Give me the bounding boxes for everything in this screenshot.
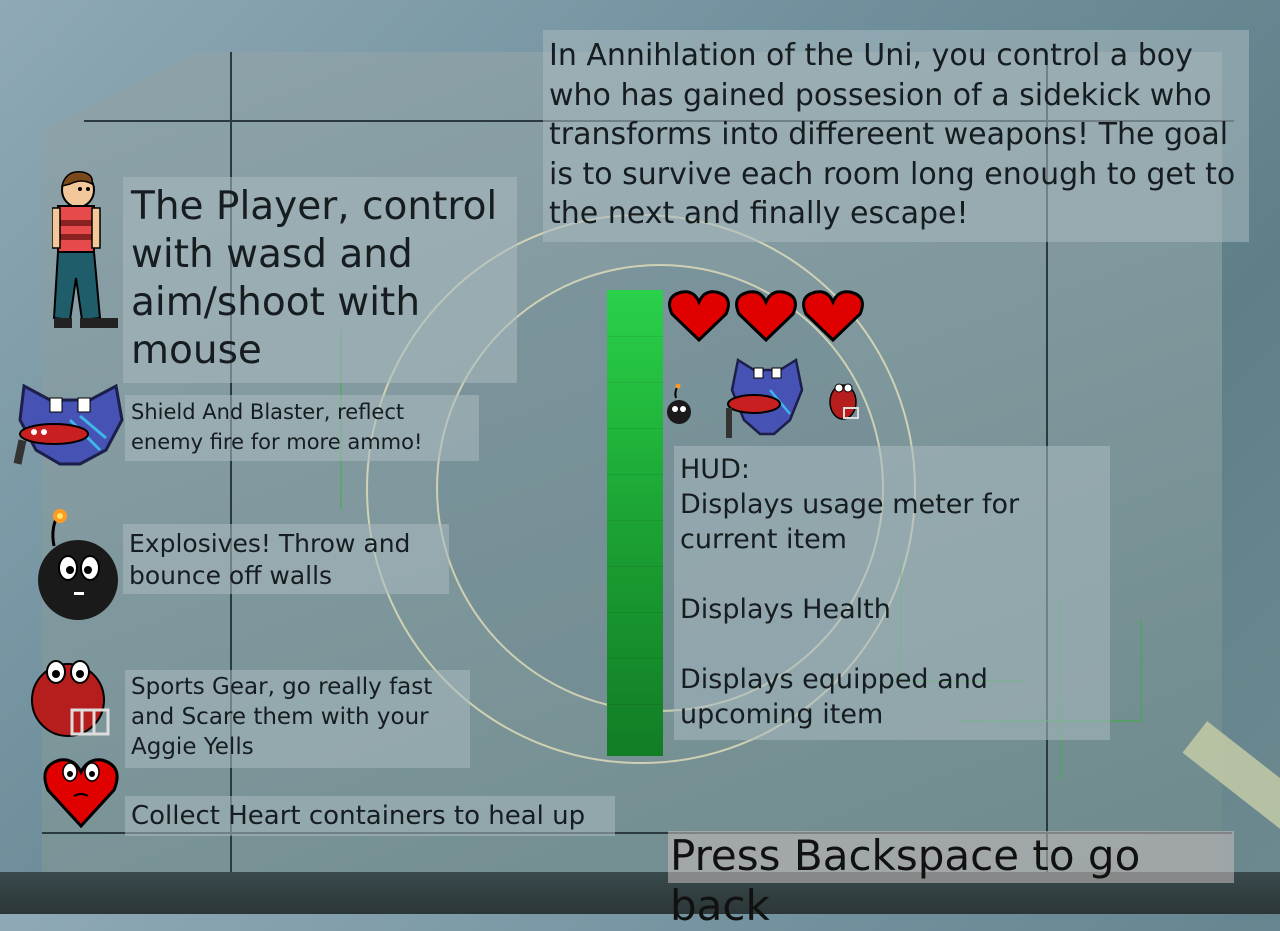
hud-line-items: Displays equipped and upcoming item xyxy=(680,664,988,730)
sports-gear-icon xyxy=(28,656,112,740)
hud-title: HUD: xyxy=(680,454,750,485)
item-description: Collect Heart containers to heal up xyxy=(125,796,615,836)
bomb-icon xyxy=(36,506,122,626)
upcoming-bomb-icon xyxy=(666,383,692,426)
grid-line xyxy=(42,832,1232,834)
grid-line xyxy=(230,52,232,914)
player-sprite xyxy=(51,168,122,338)
health-heart-icon xyxy=(735,290,797,343)
item-description: Shield And Blaster, reflect enemy fire f… xyxy=(125,395,479,461)
hud-description: HUD: Displays usage meter for current it… xyxy=(674,446,1110,740)
intro-text: In Annihlation of the Uni, you control a… xyxy=(543,30,1249,242)
back-prompt[interactable]: Press Backspace to go back xyxy=(668,831,1234,930)
hud-line-health: Displays Health xyxy=(680,594,891,625)
shield-blaster-icon xyxy=(10,380,128,470)
player-description: The Player, control with wasd and aim/sh… xyxy=(123,177,517,383)
equipped-shield-blaster-icon xyxy=(724,356,808,442)
item-description: Sports Gear, go really fast and Scare th… xyxy=(125,670,470,768)
health-bar xyxy=(668,290,868,346)
usage-meter xyxy=(607,290,663,756)
health-heart-icon xyxy=(802,290,864,343)
upcoming-sports-gear-icon xyxy=(828,378,860,422)
hud-line-meter: Displays usage meter for current item xyxy=(680,489,1020,555)
heart-container-icon xyxy=(42,754,120,830)
item-description: Explosives! Throw and bounce off walls xyxy=(123,524,449,594)
health-heart-icon xyxy=(668,290,730,343)
